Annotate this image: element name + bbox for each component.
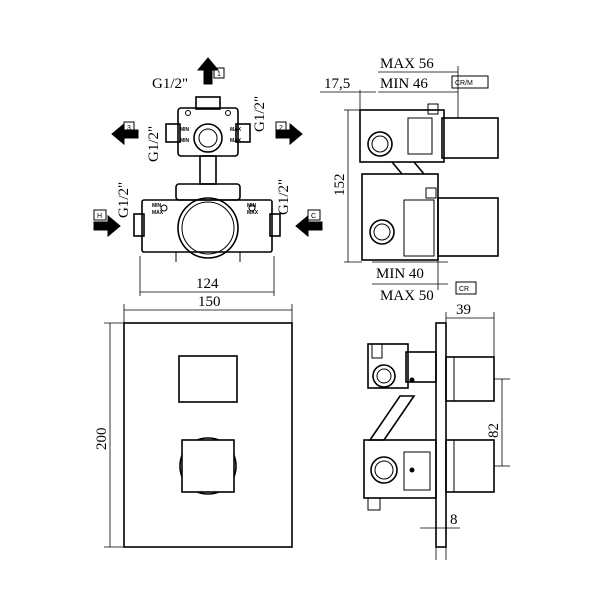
min-mark: MIN bbox=[180, 127, 190, 133]
connecting-pipe-installed bbox=[368, 395, 416, 441]
thread-label-outlet-2: G1/2" bbox=[252, 96, 268, 132]
upper-body-installed bbox=[367, 343, 409, 389]
upper-cap-installed bbox=[371, 343, 383, 359]
marker-dot bbox=[409, 377, 415, 383]
screw-hole bbox=[248, 204, 256, 212]
min-mark: MIN bbox=[152, 203, 162, 209]
screw-hole bbox=[160, 204, 168, 212]
body-height-dimension: 152 bbox=[332, 174, 348, 197]
diverter-spindle bbox=[193, 123, 223, 153]
wall-plate bbox=[435, 322, 447, 548]
finish-tag-bottom bbox=[455, 281, 477, 295]
max-mark: MAX bbox=[152, 210, 164, 216]
lower-port-installed bbox=[370, 456, 398, 484]
lower-side-spindle bbox=[437, 197, 499, 257]
outlet-1-arrow-icon bbox=[196, 57, 220, 85]
plate-height-dimension: 200 bbox=[94, 428, 110, 451]
screw-hole bbox=[185, 110, 191, 116]
upper-side-port bbox=[367, 131, 393, 157]
min-depth-bottom: MIN 40 bbox=[376, 266, 424, 282]
lower-side-port bbox=[369, 219, 395, 245]
diverter-handle bbox=[178, 355, 238, 403]
upper-port-inner-installed bbox=[376, 368, 392, 384]
offset-dimension: 17,5 bbox=[324, 76, 350, 92]
thread-label-cold: G1/2" bbox=[276, 179, 292, 215]
hot-inlet-letter: H bbox=[97, 213, 102, 220]
lower-cap-installed bbox=[367, 497, 381, 511]
outlet-2-tag bbox=[275, 121, 287, 133]
max-mark: MAX bbox=[230, 138, 242, 144]
cold-inlet-tag bbox=[307, 209, 321, 221]
min-mark: MIN bbox=[247, 203, 257, 209]
cold-inlet-port bbox=[269, 213, 281, 237]
min-depth-top: MIN 46 bbox=[380, 76, 428, 92]
hot-inlet-tag bbox=[93, 209, 107, 221]
outlet-2-number: 2 bbox=[279, 125, 283, 132]
outlet-1-number: 1 bbox=[217, 71, 221, 78]
valve-front-view: MIN MAX MIN MAX MIN MAX MIN MAX G1/2" G1… bbox=[93, 57, 323, 296]
finish-label-bottom: CR bbox=[459, 286, 469, 293]
min-mark: MIN bbox=[180, 138, 190, 144]
outlet-3-number: 3 bbox=[127, 125, 131, 132]
screw-hole bbox=[225, 110, 231, 116]
thread-label-hot: G1/2" bbox=[116, 182, 132, 218]
diverter-handle-side bbox=[445, 356, 495, 402]
max-depth-bottom: MAX 50 bbox=[380, 288, 434, 304]
upper-side-port-inner bbox=[371, 135, 389, 153]
lower-side-port-inner bbox=[373, 223, 391, 241]
finish-tag-top bbox=[451, 75, 489, 89]
marker-dot bbox=[409, 467, 415, 473]
handle-spacing-dimension: 82 bbox=[486, 423, 502, 438]
outlet-1-tag bbox=[213, 67, 225, 79]
cold-inlet-letter: C bbox=[311, 213, 316, 220]
plate-width-dimension: 150 bbox=[198, 294, 221, 310]
finish-label-top: CR/M bbox=[455, 80, 473, 87]
diverter-spindle-inner bbox=[198, 128, 218, 148]
body-foot bbox=[175, 252, 241, 262]
side-neck bbox=[391, 161, 425, 175]
cold-inlet-arrow-icon bbox=[295, 214, 323, 238]
hot-inlet-arrow-icon bbox=[93, 214, 121, 238]
outlet-2-port bbox=[235, 123, 251, 143]
handle-depth-dimension: 39 bbox=[456, 302, 471, 318]
plate-thickness-dimension: 8 bbox=[450, 512, 458, 528]
lower-block-installed bbox=[403, 451, 431, 491]
outlet-3-port bbox=[165, 123, 181, 143]
upper-side-block bbox=[407, 117, 433, 155]
upper-side-body bbox=[359, 109, 445, 163]
connecting-neck bbox=[199, 155, 217, 185]
outlet-3-tag bbox=[123, 121, 135, 133]
cover-plate-front-view: 150 200 bbox=[94, 294, 293, 548]
outlet-1-port bbox=[195, 96, 221, 110]
lower-side-cap bbox=[425, 187, 437, 199]
max-mark: MAX bbox=[247, 210, 259, 216]
thread-label-outlet-1: G1/2" bbox=[152, 76, 188, 92]
thermostat-rosette bbox=[179, 437, 237, 495]
thermostat-handle-side bbox=[445, 439, 495, 493]
cover-plate bbox=[123, 322, 293, 548]
upper-side-spindle bbox=[441, 117, 499, 159]
lower-side-block bbox=[403, 199, 435, 257]
max-mark: MAX bbox=[230, 127, 242, 133]
upper-side-cap bbox=[427, 103, 439, 115]
lower-port-inner-installed bbox=[374, 460, 394, 480]
valve-width-dimension: 124 bbox=[196, 276, 219, 292]
max-depth-top: MAX 56 bbox=[380, 56, 434, 72]
mixer-cartridge-inner bbox=[181, 201, 235, 255]
upper-body-neck bbox=[405, 351, 437, 383]
thread-label-outlet-3: G1/2" bbox=[146, 126, 162, 162]
mixer-cartridge bbox=[177, 197, 239, 259]
thermostat-handle bbox=[181, 439, 235, 493]
valve-side-view: 17,5 MAX 56 MIN 46 CR/M 152 MIN 40 MAX 5… bbox=[320, 56, 499, 304]
upper-port-installed bbox=[372, 364, 396, 388]
lower-body-installed bbox=[363, 439, 437, 499]
lower-side-body bbox=[361, 173, 439, 261]
outlet-2-arrow-icon bbox=[275, 122, 303, 146]
mixer-body bbox=[141, 199, 273, 253]
hot-inlet-port bbox=[133, 213, 145, 237]
installed-side-view: 39 82 8 bbox=[363, 302, 510, 560]
